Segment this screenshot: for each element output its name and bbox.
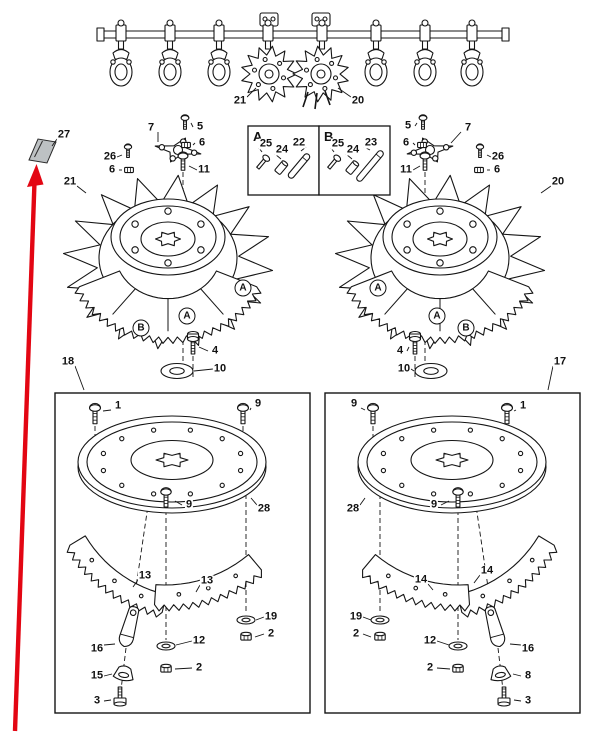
- screw: [366, 404, 380, 412]
- mount-cap: [490, 665, 512, 682]
- screw: [475, 144, 485, 150]
- hex-nut: [124, 166, 134, 174]
- row-unit: [364, 19, 388, 87]
- machine-overview-assembly: [96, 12, 510, 110]
- hex-nut: [474, 166, 484, 174]
- red-pointer-arrow: [12, 164, 44, 732]
- right-lower-group-box: [324, 392, 581, 714]
- group-box-18-border: [54, 392, 311, 714]
- row-unit: [207, 19, 231, 87]
- group-box-17-border: [324, 392, 581, 714]
- row-unit: [413, 19, 437, 87]
- inset-pin: [356, 150, 384, 182]
- inset-pin: [287, 153, 311, 179]
- screw: [88, 404, 102, 412]
- wear-segment: [457, 535, 558, 618]
- wear-segment: [66, 535, 167, 618]
- inset-screw: [327, 154, 342, 170]
- screw: [236, 404, 250, 412]
- screw: [419, 152, 431, 160]
- detail-insets: [247, 125, 391, 196]
- inset-screw: [256, 154, 271, 170]
- hex-nut: [417, 141, 427, 149]
- hex-nut: [181, 141, 191, 149]
- screw: [180, 115, 190, 121]
- knife-blade: [484, 606, 506, 648]
- screw: [160, 488, 172, 496]
- toolbar-beam: [102, 30, 504, 39]
- screw: [452, 488, 464, 496]
- right-star-wheel-assembly: [334, 114, 546, 380]
- part-27-deflector-plate: [28, 138, 57, 164]
- rotor-star-unit: [292, 19, 349, 103]
- wear-segment: [362, 554, 471, 612]
- row-unit: [109, 19, 133, 87]
- knife-blade: [118, 606, 140, 648]
- row-unit: [460, 19, 484, 87]
- wear-segment: [153, 554, 262, 612]
- inset-parts: [256, 153, 311, 179]
- screw: [123, 144, 133, 150]
- left-star-wheel-assembly: [62, 114, 274, 380]
- row-unit: [158, 19, 182, 87]
- arrow-shaft: [12, 181, 37, 732]
- screw: [177, 152, 189, 160]
- arrow-head: [27, 164, 44, 187]
- mount-cap: [112, 665, 134, 682]
- inset-parts: [327, 150, 384, 182]
- inset-bushing: [345, 160, 360, 175]
- tine-fingers: [302, 90, 331, 110]
- inset-bushing: [274, 160, 289, 175]
- left-lower-group-box: [54, 392, 311, 714]
- leader-lines: [51, 87, 554, 702]
- screw: [500, 404, 514, 412]
